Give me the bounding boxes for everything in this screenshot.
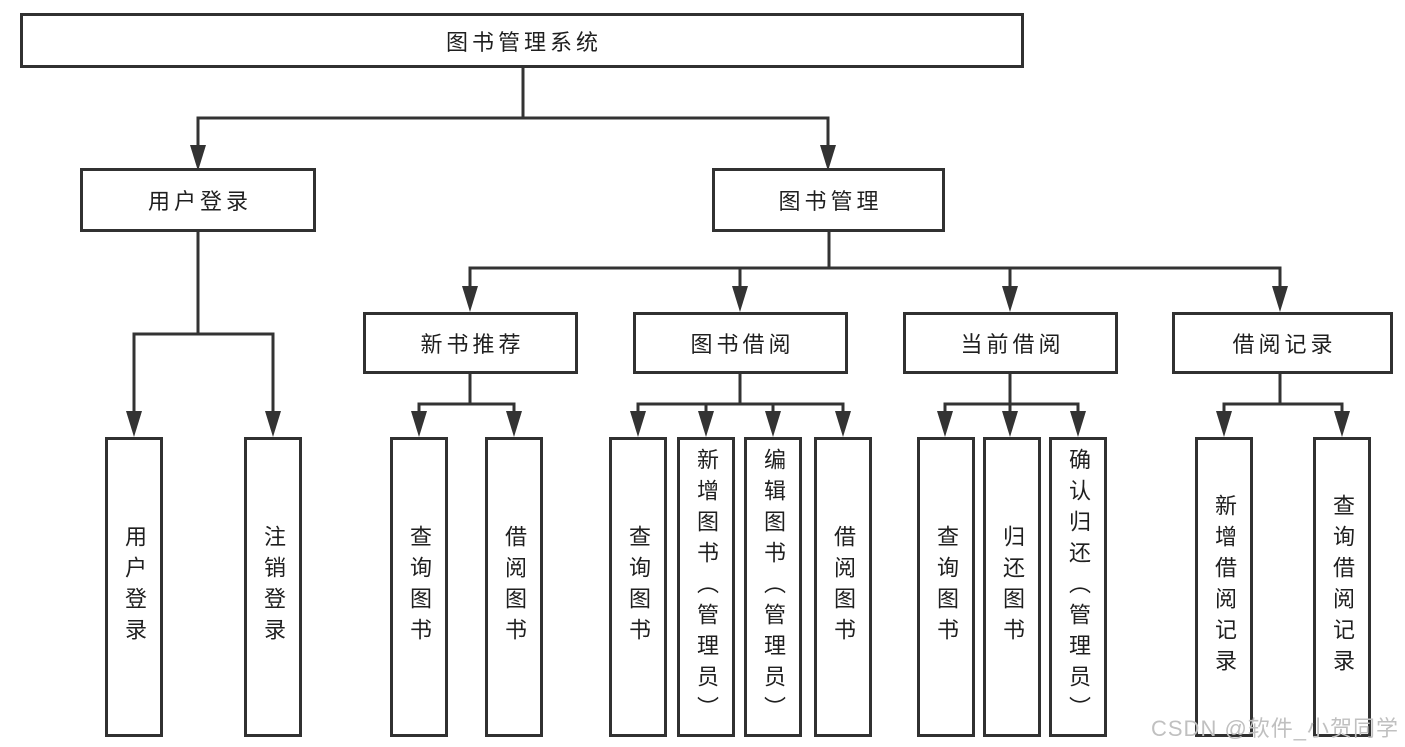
leaf-borrowing-query-books: 查询图书 bbox=[609, 437, 667, 737]
leaf-borrowing-edit-books-admin-label: 编辑图书（管理员） bbox=[761, 447, 786, 727]
leaf-current-return-books-label: 归还图书 bbox=[1000, 525, 1025, 649]
connector-records-rail bbox=[1222, 402, 1344, 413]
arrowhead-ul-login bbox=[126, 411, 142, 437]
connector-userlogin-rail bbox=[132, 332, 275, 413]
arrowhead-br-add bbox=[1216, 411, 1232, 437]
leaf-records-query-record: 查询借阅记录 bbox=[1313, 437, 1371, 737]
leaf-newbook-query-books: 查询图书 bbox=[390, 437, 448, 737]
leaf-newbook-borrow-books: 借阅图书 bbox=[485, 437, 543, 737]
leaf-records-add-record: 新增借阅记录 bbox=[1195, 437, 1253, 737]
connector-bookborrow-rail bbox=[636, 402, 845, 413]
leaf-newbook-borrow-books-label: 借阅图书 bbox=[502, 525, 527, 649]
leaf-borrowing-add-books-admin: 新增图书（管理员） bbox=[677, 437, 735, 737]
node-book-management: 图书管理 bbox=[712, 168, 945, 232]
arrowhead-borrow-records bbox=[1272, 286, 1288, 312]
arrowhead-nb-query bbox=[411, 411, 427, 437]
node-borrowing-records-label: 借阅记录 bbox=[1232, 332, 1337, 357]
leaf-logout-label: 注销登录 bbox=[261, 525, 286, 649]
csdn-watermark: CSDN @软件_小贺同学 bbox=[1151, 716, 1400, 741]
leaf-current-query-books-label: 查询图书 bbox=[934, 525, 959, 649]
node-user-login: 用户登录 bbox=[80, 168, 316, 232]
leaf-current-query-books: 查询图书 bbox=[917, 437, 975, 737]
node-current-borrowing-label: 当前借阅 bbox=[960, 332, 1065, 357]
leaf-records-add-record-label: 新增借阅记录 bbox=[1212, 494, 1237, 680]
arrowhead-cb-return bbox=[1002, 411, 1018, 437]
arrowhead-book-mgmt bbox=[820, 145, 836, 171]
arrowhead-user-login bbox=[190, 145, 206, 171]
leaf-records-query-record-label: 查询借阅记录 bbox=[1330, 494, 1355, 680]
leaf-current-return-books: 归还图书 bbox=[983, 437, 1041, 737]
leaf-borrowing-borrow-books: 借阅图书 bbox=[814, 437, 872, 737]
arrowhead-nb-borrow bbox=[506, 411, 522, 437]
connector-level3-rail bbox=[468, 266, 1282, 289]
connector-newbook-rail bbox=[417, 402, 516, 413]
node-current-borrowing: 当前借阅 bbox=[903, 312, 1118, 374]
arrowhead-current-borrow bbox=[1002, 286, 1018, 312]
arrowhead-bb-edit bbox=[765, 411, 781, 437]
leaf-current-confirm-return-admin-label: 确认归还（管理员） bbox=[1066, 447, 1091, 727]
node-new-book-recommend: 新书推荐 bbox=[363, 312, 578, 374]
connector-level2-rail bbox=[196, 116, 830, 146]
leaf-newbook-query-books-label: 查询图书 bbox=[407, 525, 432, 649]
node-root-label: 图书管理系统 bbox=[445, 29, 602, 55]
node-book-borrowing-label: 图书借阅 bbox=[690, 332, 795, 357]
arrowhead-cb-confirm bbox=[1070, 411, 1086, 437]
arrowhead-new-book bbox=[462, 286, 478, 312]
node-root-system: 图书管理系统 bbox=[20, 13, 1024, 68]
arrowhead-bb-borrow bbox=[835, 411, 851, 437]
node-new-book-recommend-label: 新书推荐 bbox=[420, 332, 525, 357]
arrowhead-bb-query bbox=[630, 411, 646, 437]
node-borrowing-records: 借阅记录 bbox=[1172, 312, 1393, 374]
leaf-borrowing-query-books-label: 查询图书 bbox=[626, 525, 651, 649]
leaf-borrowing-add-books-admin-label: 新增图书（管理员） bbox=[694, 447, 719, 727]
connector-currentborrow-rail bbox=[943, 402, 1080, 413]
arrowhead-ul-logout bbox=[265, 411, 281, 437]
arrowhead-book-borrow bbox=[732, 286, 748, 312]
leaf-current-confirm-return-admin: 确认归还（管理员） bbox=[1049, 437, 1107, 737]
leaf-borrowing-edit-books-admin: 编辑图书（管理员） bbox=[744, 437, 802, 737]
leaf-logout: 注销登录 bbox=[244, 437, 302, 737]
arrowhead-cb-query bbox=[937, 411, 953, 437]
leaf-borrowing-borrow-books-label: 借阅图书 bbox=[831, 525, 856, 649]
node-user-login-label: 用户登录 bbox=[147, 189, 252, 214]
arrowhead-bb-add bbox=[698, 411, 714, 437]
node-book-management-label: 图书管理 bbox=[778, 189, 883, 214]
node-book-borrowing: 图书借阅 bbox=[633, 312, 848, 374]
arrowhead-br-query bbox=[1334, 411, 1350, 437]
leaf-user-login: 用户登录 bbox=[105, 437, 163, 737]
leaf-user-login-label: 用户登录 bbox=[122, 525, 147, 649]
